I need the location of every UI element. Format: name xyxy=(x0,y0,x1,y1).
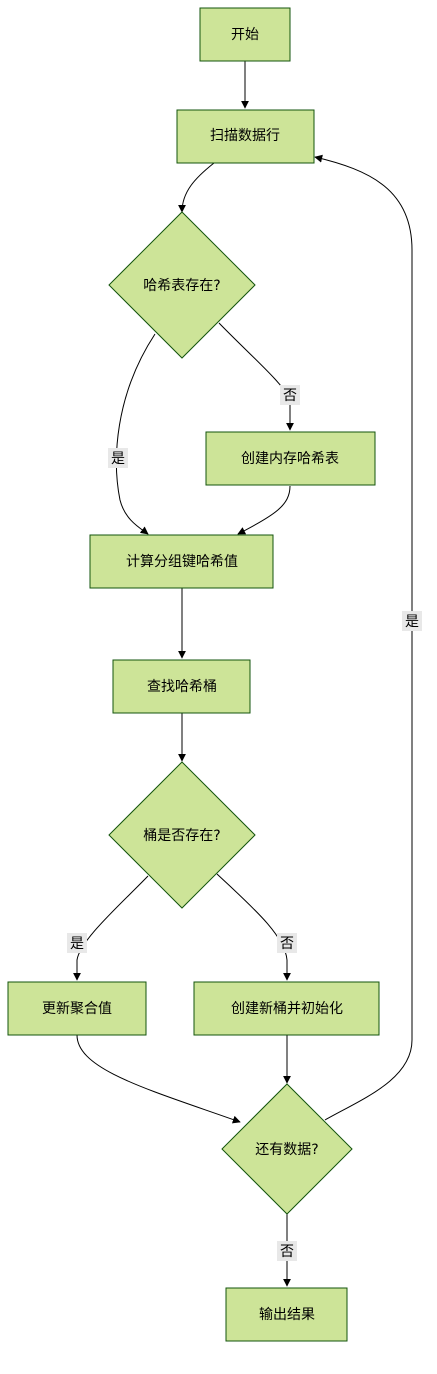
node-more-data: 还有数据? xyxy=(221,1083,353,1215)
edge-bucketexists-update-yes xyxy=(73,875,149,981)
edge-label-bucket-no-text: 否 xyxy=(280,936,294,952)
edge-bucketexists-createbucket-no xyxy=(216,873,291,981)
node-update-agg: 更新聚合值 xyxy=(7,981,147,1036)
node-more-data-label: 还有数据? xyxy=(255,1142,318,1158)
edge-label-bucket-no: 否 xyxy=(277,933,297,953)
node-hash-exists: 哈希表存在? xyxy=(108,211,256,359)
node-scan: 扫描数据行 xyxy=(176,109,315,164)
node-scan-label: 扫描数据行 xyxy=(210,128,280,144)
node-output: 输出结果 xyxy=(225,1287,348,1342)
edge-label-hash-yes: 是 xyxy=(108,448,128,468)
edge-label-hash-no: 否 xyxy=(280,385,300,405)
edge-label-bucket-yes-text: 是 xyxy=(70,936,84,952)
edge-label-hash-no-text: 否 xyxy=(283,388,297,404)
node-output-label: 输出结果 xyxy=(259,1307,315,1323)
edge-label-more-yes-text: 是 xyxy=(405,614,419,630)
node-find-bucket: 查找哈希桶 xyxy=(112,659,251,714)
edge-moredata-scan-yes xyxy=(314,154,413,1121)
node-find-bucket-label: 查找哈希桶 xyxy=(147,679,217,695)
node-compute-key: 计算分组键哈希值 xyxy=(89,534,274,589)
node-update-agg-label: 更新聚合值 xyxy=(42,1001,112,1017)
node-create-hash: 创建内存哈希表 xyxy=(205,431,376,486)
edge-scan-hashexists xyxy=(178,162,215,213)
edge-create-compute xyxy=(237,485,291,535)
edge-label-more-yes: 是 xyxy=(402,611,422,631)
node-create-bucket: 创建新桶并初始化 xyxy=(193,981,380,1036)
node-hash-exists-label: 哈希表存在? xyxy=(143,278,220,294)
node-bucket-exists-label: 桶是否存在? xyxy=(143,828,220,844)
edge-label-more-no-text: 否 xyxy=(280,1244,294,1260)
node-create-bucket-label: 创建新桶并初始化 xyxy=(231,1000,343,1017)
edge-label-more-no: 否 xyxy=(277,1241,297,1261)
edge-update-moredata xyxy=(76,1034,241,1124)
edge-hashexists-create-no xyxy=(218,322,294,431)
edge-hashexists-compute-yes xyxy=(115,333,156,535)
edge-label-hash-yes-text: 是 xyxy=(111,451,125,467)
node-start-label: 开始 xyxy=(231,27,259,43)
edge-label-bucket-yes: 是 xyxy=(67,933,87,953)
node-create-hash-label: 创建内存哈希表 xyxy=(241,451,339,467)
node-bucket-exists: 桶是否存在? xyxy=(108,761,256,909)
node-compute-key-label: 计算分组键哈希值 xyxy=(126,554,238,570)
node-start: 开始 xyxy=(199,7,291,62)
